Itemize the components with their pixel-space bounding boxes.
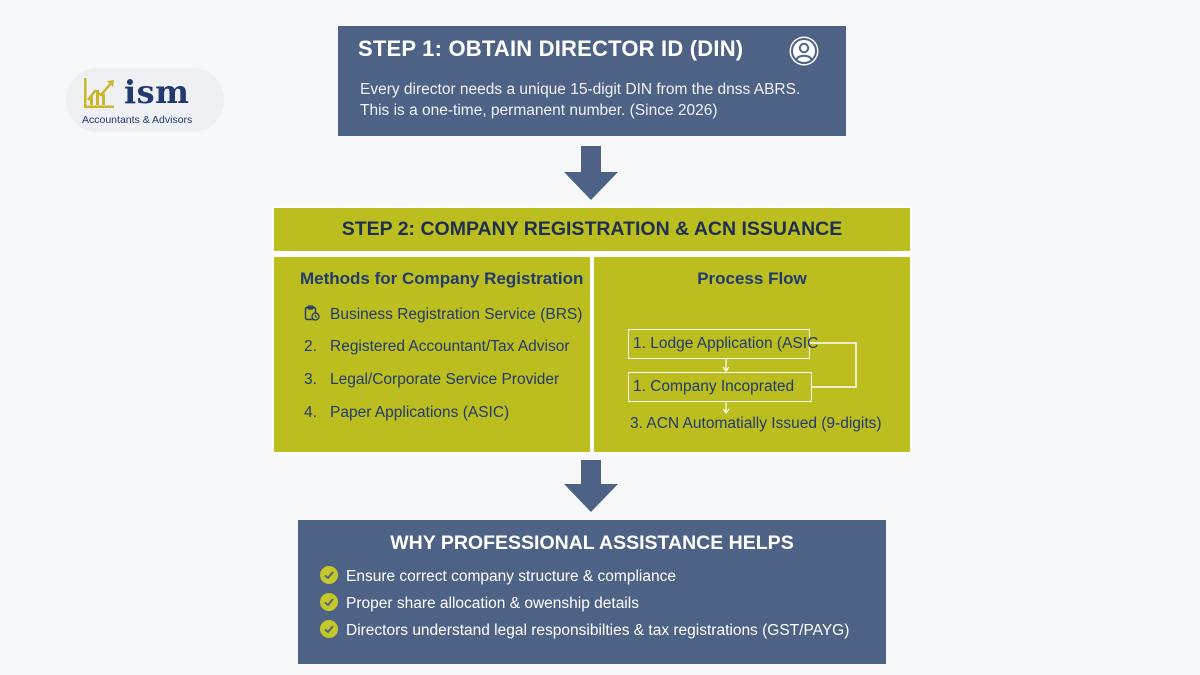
benefit-text: Directors understand legal responsibilti… [346, 622, 850, 639]
process-panel: Process Flow 1. Lodge Application (ASIC … [594, 257, 910, 452]
checkmark-icon [320, 620, 338, 638]
step1-box: STEP 1: OBTAIN DIRECTOR ID (DIN) Every d… [338, 26, 846, 136]
method-number: 4. [304, 404, 317, 421]
method-label: Paper Applications (ASIC) [330, 404, 510, 421]
method-item: 2. Registered Accountant/Tax Advisor [304, 338, 570, 356]
why-title: WHY PROFESSIONAL ASSISTANCE HELPS [390, 532, 794, 554]
logo-tagline: Accountants & Advisors [82, 114, 193, 126]
benefit-text: Proper share allocation & owenship detai… [346, 595, 639, 612]
method-number: 2. [304, 338, 317, 355]
methods-title: Methods for Company Registration [300, 269, 584, 288]
clipboard-clock-icon [304, 305, 320, 321]
step2-title: STEP 2: COMPANY REGISTRATION & ACN ISSUA… [274, 208, 910, 251]
benefit-item: Proper share allocation & owenship detai… [320, 593, 639, 613]
method-item: 4. Paper Applications (ASIC) [304, 404, 509, 422]
down-arrow-icon [564, 146, 618, 200]
company-logo: ism Accountants & Advisors [66, 68, 224, 132]
benefit-text: Ensure correct company structure & compl… [346, 568, 676, 585]
method-number [304, 305, 330, 324]
process-step-box: 1. Company Incoprated [628, 372, 812, 402]
logo-wordmark: ism [124, 73, 190, 111]
method-label: Legal/Corporate Service Provider [330, 371, 560, 388]
process-step-result: 3. ACN Automatially Issued (9-digits) [630, 415, 882, 432]
down-arrow-icon [564, 460, 618, 512]
checkmark-icon [320, 566, 338, 584]
why-box: WHY PROFESSIONAL ASSISTANCE HELPS Ensure… [298, 520, 886, 664]
checkmark-icon [320, 593, 338, 611]
process-connectors [722, 342, 857, 414]
process-step-box: 1. Lodge Application (ASIC [628, 329, 818, 359]
user-profile-icon [789, 36, 819, 66]
step1-title: STEP 1: OBTAIN DIRECTOR ID (DIN) [358, 36, 744, 61]
growth-chart-icon [84, 78, 114, 108]
method-number: 3. [304, 371, 317, 388]
method-item: Business Registration Service (BRS) [304, 305, 582, 324]
benefit-item: Ensure correct company structure & compl… [320, 566, 676, 586]
method-label: Business Registration Service (BRS) [330, 306, 583, 323]
methods-panel: Methods for Company Registration Busines… [274, 257, 590, 452]
step1-description: Every director needs a unique 15-digit D… [360, 81, 801, 119]
method-label: Registered Accountant/Tax Advisor [330, 338, 570, 355]
method-item: 3. Legal/Corporate Service Provider [304, 371, 559, 389]
benefit-item: Directors understand legal responsibilti… [320, 620, 849, 640]
process-title: Process Flow [697, 269, 807, 288]
